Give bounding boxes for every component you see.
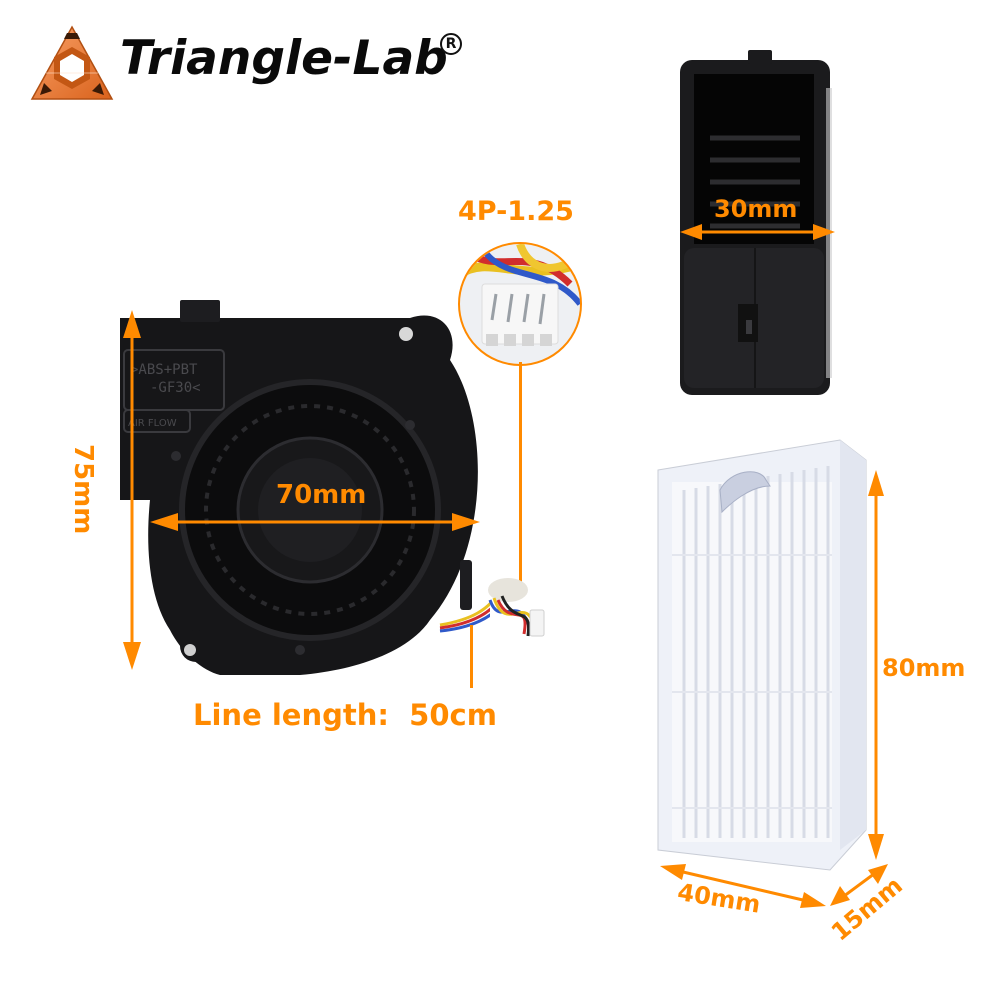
filter-depth-arrow (830, 864, 888, 906)
connector-type-label: 4P-1.25 (458, 196, 574, 227)
brand-logo: Triangle-Lab R (30, 25, 510, 105)
width-dimension-arrow (150, 513, 480, 531)
fan-depth-label: 30mm (714, 195, 798, 223)
depth-dimension-arrow (680, 224, 835, 240)
hepa-filter-image (650, 430, 890, 890)
filter-height-arrow (868, 470, 884, 860)
housing-material-marking: >ABS+PBT (130, 362, 198, 378)
triangle-hexagon-logo-icon (30, 25, 114, 100)
airflow-marking: AIR FLOW (128, 418, 177, 429)
filter-height-label: 80mm (882, 654, 966, 682)
registered-mark: R (440, 33, 462, 55)
line-length-caption: Line length: (193, 698, 389, 732)
cable-callout-line (470, 625, 473, 688)
brand-name: Triangle-Lab (120, 31, 448, 86)
connector-callout-line (519, 362, 522, 592)
filter-width-arrow (660, 864, 826, 908)
line-length-value: 50cm (409, 698, 497, 732)
fan-height-label: 75mm (68, 444, 98, 535)
height-dimension-arrow (123, 310, 141, 670)
svg-text:-GF30<: -GF30< (150, 380, 201, 396)
line-length-label: Line length: 50cm (193, 698, 497, 732)
blower-fan-front-image: >ABS+PBT -GF30< AIR FLOW (110, 290, 506, 690)
cable-bundle-image (488, 578, 545, 637)
fan-side-view-image (680, 48, 840, 398)
fan-width-label: 70mm (276, 480, 367, 510)
